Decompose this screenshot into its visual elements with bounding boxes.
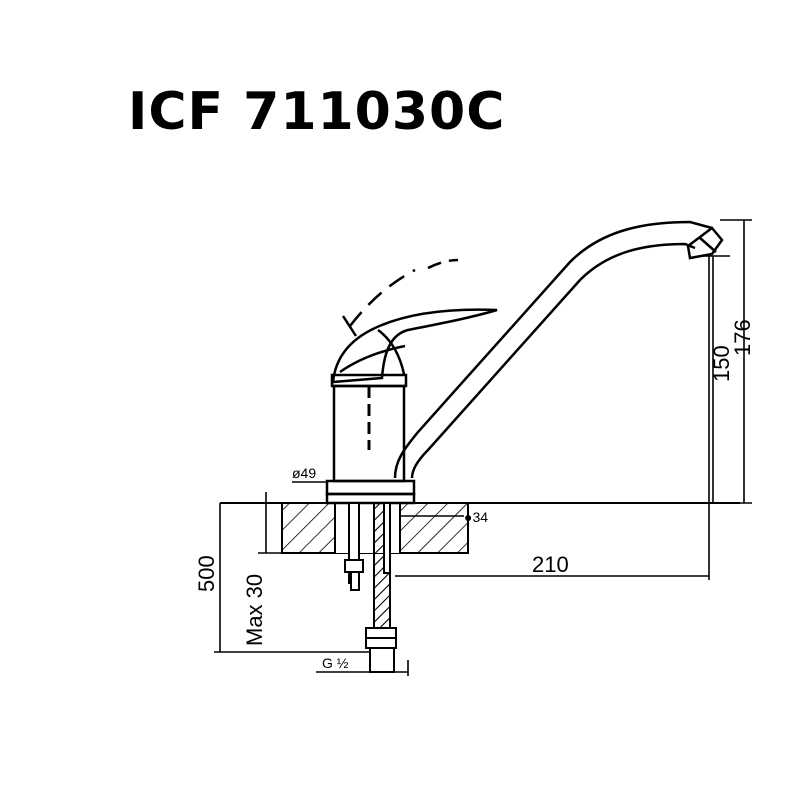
dimension-spout-height-label: 150 [709, 345, 734, 382]
dimension-total-height-label: 176 [730, 319, 755, 356]
product-code-title: ICF 711030C [128, 82, 506, 142]
dimension-lines [214, 219, 752, 676]
faucet-body [325, 373, 416, 505]
dimension-spout-reach-label: 210 [532, 552, 569, 577]
spout [393, 220, 724, 479]
mounting-hardware [344, 502, 397, 673]
lever-handle [331, 258, 498, 384]
dimension-max-thickness-label: Max 30 [242, 574, 267, 646]
dimension-base-diameter-label: ø49 [292, 465, 316, 481]
dimension-thread-label: G ½ [322, 655, 349, 671]
dimension-hole-diameter-label: ●34 [464, 509, 488, 525]
dimension-hose-length-label: 500 [194, 555, 219, 592]
